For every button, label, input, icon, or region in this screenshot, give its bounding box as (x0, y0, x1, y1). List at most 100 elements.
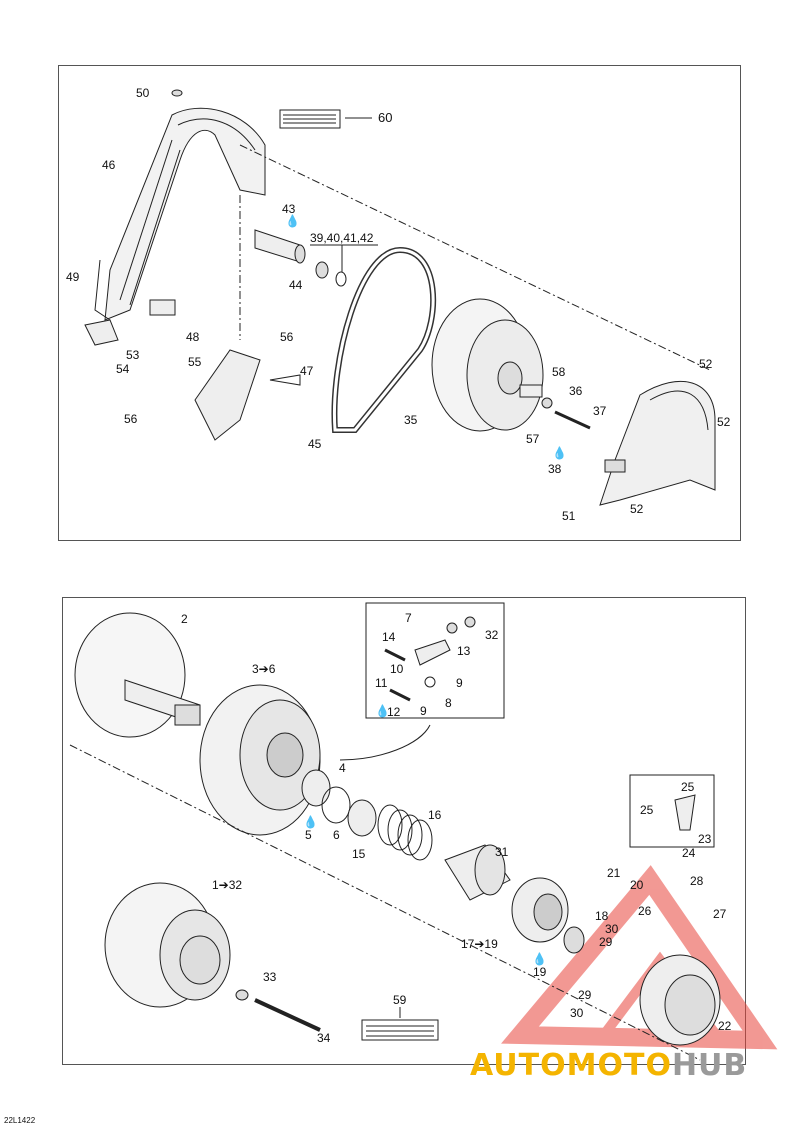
inset-box (365, 602, 505, 719)
callout-15: 15 (352, 847, 366, 861)
seal-44 (315, 261, 329, 279)
cover-51 (599, 380, 716, 506)
washer-33 (235, 989, 249, 1001)
drive-belt-45 (331, 246, 437, 433)
decal-59 (361, 1019, 439, 1041)
callout-33: 33 (263, 970, 277, 984)
spring-16 (377, 804, 433, 861)
drive-pulley-assembly-1 (104, 882, 231, 1008)
callout-52-mid: 52 (717, 415, 731, 429)
bushing-4 (301, 769, 331, 807)
callout-32-inset: 32 (485, 628, 499, 642)
callout-56-bottom: 56 (124, 412, 138, 426)
watermark-part2: HUB (671, 1048, 748, 1083)
oil-drop-icon: 💧 (552, 446, 567, 460)
callout-34: 34 (317, 1031, 331, 1045)
callout-29b: 29 (578, 988, 592, 1002)
callout-39-42: 39,40,41,42 (310, 231, 374, 245)
top-diagram-frame (58, 65, 741, 541)
callout-3-6: 3➔6 (252, 662, 276, 676)
callout-9a: 9 (456, 676, 463, 690)
bracket-53 (84, 319, 119, 346)
oil-drop-icon: 💧 (375, 704, 390, 718)
callout-47: 47 (300, 364, 314, 378)
washer-15 (347, 799, 377, 837)
callout-20: 20 (630, 878, 644, 892)
callout-5: 5 (305, 828, 312, 842)
callout-46: 46 (102, 158, 116, 172)
callout-55: 55 (188, 355, 202, 369)
callout-51: 51 (562, 509, 576, 523)
callout-27: 27 (713, 907, 727, 921)
callout-8: 8 (445, 696, 452, 710)
callout-37: 37 (593, 404, 607, 418)
callout-60: 60 (378, 110, 393, 125)
fixed-sheave-2 (74, 612, 201, 738)
callout-48: 48 (186, 330, 200, 344)
callout-52-bottom: 52 (630, 502, 644, 516)
spider-17 (511, 877, 569, 943)
callout-19: 19 (533, 965, 547, 979)
callout-31: 31 (495, 845, 509, 859)
callout-17-19: 17➔19 (461, 937, 498, 951)
callout-38: 38 (548, 462, 562, 476)
bracket-55 (194, 349, 261, 441)
sleeve-31 (444, 844, 511, 901)
diagram-code: 22L1422 (4, 1116, 36, 1125)
callout-57: 57 (526, 432, 540, 446)
callout-21: 21 (607, 866, 621, 880)
callout-59: 59 (393, 993, 407, 1007)
callout-13: 13 (457, 644, 471, 658)
movable-sheave-3 (199, 684, 321, 836)
callout-2: 2 (181, 612, 188, 626)
callout-11: 11 (375, 676, 388, 690)
ring-6 (321, 786, 351, 824)
callout-43: 43 (282, 202, 296, 216)
callout-1-32: 1➔32 (212, 878, 243, 892)
callout-9b: 9 (420, 704, 427, 718)
callout-36: 36 (569, 384, 583, 398)
callout-29a: 29 (599, 935, 613, 949)
cover-22 (639, 954, 721, 1046)
bolt-37 (554, 410, 591, 430)
driven-pulley-35 (431, 298, 544, 432)
roller-23 (674, 794, 696, 831)
watermark-part1: AUTOMOTO (470, 1048, 672, 1083)
clip-47 (269, 374, 301, 386)
shaft-43 (254, 229, 306, 264)
callout-25b: 25 (640, 803, 654, 817)
callout-16: 16 (428, 808, 442, 822)
callout-10: 10 (390, 662, 404, 676)
callout-24: 24 (682, 846, 696, 860)
callout-6: 6 (333, 828, 340, 842)
callout-45: 45 (308, 437, 322, 451)
callout-18: 18 (595, 909, 609, 923)
callout-54: 54 (116, 362, 130, 376)
callout-35: 35 (404, 413, 418, 427)
callout-25a: 25 (681, 780, 695, 794)
bottom-diagram-frame (62, 597, 746, 1065)
callout-50: 50 (136, 86, 150, 100)
oil-drop-icon: 💧 (285, 214, 300, 228)
callout-12: 12 (387, 705, 401, 719)
belt-guard-support (94, 107, 266, 321)
callout-49: 49 (66, 270, 80, 284)
roller-arm-assembly (384, 616, 476, 702)
callout-30b: 30 (570, 1006, 584, 1020)
ring-39-42 (335, 271, 347, 287)
watermark-text: AUTOMOTOHUB (470, 1048, 747, 1083)
callout-22: 22 (718, 1019, 732, 1033)
spacer-58 (519, 384, 543, 398)
callout-58: 58 (552, 365, 566, 379)
part-50 (171, 89, 183, 97)
callout-4: 4 (339, 761, 346, 775)
callout-28: 28 (690, 874, 704, 888)
callout-56-top: 56 (280, 330, 294, 344)
callout-44: 44 (289, 278, 303, 292)
bolt-34 (254, 998, 321, 1032)
oil-drop-icon: 💧 (532, 952, 547, 966)
callout-53: 53 (126, 348, 140, 362)
callout-7: 7 (405, 611, 412, 625)
callout-23: 23 (698, 832, 712, 846)
oil-drop-icon: 💧 (303, 815, 318, 829)
